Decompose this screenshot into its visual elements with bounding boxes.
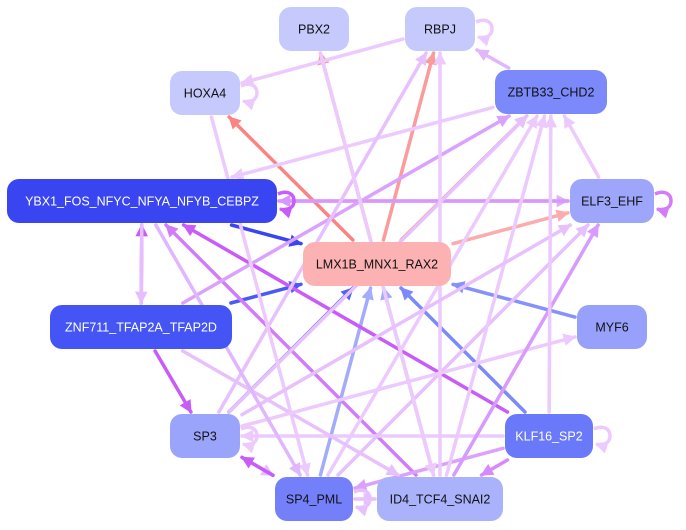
edge-id4-tcf4-snai2-to-zbtb33-chd2 xyxy=(444,114,548,477)
edge-sp4-pml-to-sp3 xyxy=(240,455,275,478)
node-zbtb33-chd2[interactable]: ZBTB33_CHD2 xyxy=(495,70,607,114)
node-ybx1[interactable]: YBX1_FOS_NFYC_NFYA_NFYB_CEBPZ xyxy=(7,179,277,223)
node-box xyxy=(279,7,349,51)
edge-ybx1-to-sp4-pml xyxy=(154,223,302,477)
self-loop-sp3 xyxy=(240,425,259,454)
self-loops-layer xyxy=(240,18,673,517)
node-box xyxy=(495,70,607,114)
node-box xyxy=(505,414,593,458)
node-box xyxy=(577,305,647,349)
edge-elf3-ehf-to-zbtb33-chd2 xyxy=(562,114,601,179)
node-box xyxy=(50,305,232,349)
node-lmx1b[interactable]: LMX1B_MNX1_RAX2 xyxy=(303,242,451,286)
node-label: SP3 xyxy=(193,429,217,443)
node-elf3-ehf[interactable]: ELF3_EHF xyxy=(570,179,654,223)
node-sp4-pml[interactable]: SP4_PML xyxy=(275,477,353,521)
node-pbx2[interactable]: PBX2 xyxy=(279,7,349,51)
node-label: ZBTB33_CHD2 xyxy=(508,85,595,99)
self-loop-klf16-sp2 xyxy=(593,425,612,454)
edges-layer xyxy=(134,37,601,506)
node-box xyxy=(170,414,240,458)
edge-klf16-sp2-to-id4-tcf4-snai2 xyxy=(479,458,510,477)
edge-lmx1b-to-hoxa4 xyxy=(227,115,355,242)
node-box xyxy=(275,477,353,521)
edge-klf16-sp2-to-zbtb33-chd2 xyxy=(544,114,558,414)
node-label: LMX1B_MNX1_RAX2 xyxy=(316,257,438,271)
edge-sp3-to-rbpj xyxy=(217,51,428,414)
self-loop-elf3-ehf xyxy=(654,190,673,219)
edge-znf711-to-sp3 xyxy=(153,349,193,414)
node-box xyxy=(570,179,654,223)
node-box xyxy=(7,179,277,223)
node-sp3[interactable]: SP3 xyxy=(170,414,240,458)
node-znf711[interactable]: ZNF711_TFAP2A_TFAP2D xyxy=(50,305,232,349)
self-loop-hoxa4 xyxy=(240,82,259,111)
nodes-layer: PBX2 RBPJ HOXA4 ZBTB33_CHD2YBX1_FOS_NFYC_NF… xyxy=(7,7,654,521)
edge-ybx1-to-znf711 xyxy=(134,223,148,305)
node-klf16-sp2[interactable]: KLF16_SP2 xyxy=(505,414,593,458)
self-loop-rbpj xyxy=(475,18,494,47)
edge-sp3-to-myf6 xyxy=(240,333,577,428)
node-label: PBX2 xyxy=(298,22,330,36)
edge-zbtb33-chd2-to-ybx1 xyxy=(230,105,495,181)
node-label: HOXA4 xyxy=(184,86,226,100)
node-box xyxy=(377,477,503,521)
edge-lmx1b-to-rbpj xyxy=(381,51,437,242)
node-hoxa4[interactable]: HOXA4 xyxy=(170,71,240,115)
node-myf6[interactable]: MYF6 xyxy=(577,305,647,349)
edge-id4-tcf4-snai2-to-elf3-ehf xyxy=(452,223,600,477)
node-label: KLF16_SP2 xyxy=(515,429,582,443)
edge-sp3-to-elf3-ehf xyxy=(240,223,573,417)
edge-sp4-pml-to-elf3-ehf xyxy=(336,223,590,477)
self-loop-ybx1 xyxy=(277,190,296,219)
node-label: ELF3_EHF xyxy=(581,194,643,208)
edge-zbtb33-chd2-to-rbpj xyxy=(475,48,511,70)
node-box xyxy=(170,71,240,115)
node-label: SP4_PML xyxy=(286,492,342,506)
node-box xyxy=(405,7,475,51)
node-label: RBPJ xyxy=(424,22,456,36)
edge-klf16-sp2-to-ybx1 xyxy=(181,223,510,414)
node-label: MYF6 xyxy=(595,320,628,334)
edge-znf711-to-zbtb33-chd2 xyxy=(181,114,511,305)
node-rbpj[interactable]: RBPJ xyxy=(405,7,475,51)
node-label: YBX1_FOS_NFYC_NFYA_NFYB_CEBPZ xyxy=(25,194,259,208)
node-label: ID4_TCF4_SNAI2 xyxy=(390,492,491,506)
node-label: ZNF711_TFAP2A_TFAP2D xyxy=(65,320,217,334)
edge-sp4-pml-to-zbtb33-chd2 xyxy=(326,114,539,477)
node-id4-tcf4-snai2[interactable]: ID4_TCF4_SNAI2 xyxy=(377,477,503,521)
node-box xyxy=(303,242,451,286)
edge-sp4-pml-to-lmx1b xyxy=(318,286,374,477)
self-loop-sp4-pml xyxy=(353,488,372,517)
